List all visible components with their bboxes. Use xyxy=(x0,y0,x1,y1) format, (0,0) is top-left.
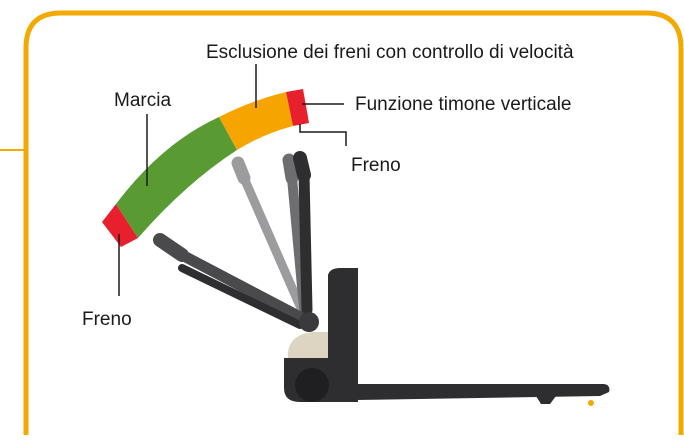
tiller-light xyxy=(231,156,305,311)
label-brake-top: Freno xyxy=(351,155,401,176)
tiller-vertical xyxy=(293,151,313,316)
truck-fork xyxy=(356,384,610,400)
zone-brake-high xyxy=(286,89,309,126)
zone-drive xyxy=(116,117,237,238)
drive-wheel xyxy=(295,368,329,402)
label-drive: Marcia xyxy=(114,90,171,111)
label-vertical-tiller: Funzione timone verticale xyxy=(355,94,572,115)
fork-roller xyxy=(536,396,556,404)
pallet-truck xyxy=(284,268,610,406)
tiller-zone-arc xyxy=(102,89,309,247)
leader-brake-top xyxy=(299,124,347,146)
zone-brake-low xyxy=(102,204,138,247)
tiller-low xyxy=(153,233,308,329)
truck-cover xyxy=(288,332,336,358)
frame-border xyxy=(23,10,684,435)
label-speed-control: Esclusione dei freni con controllo di ve… xyxy=(206,42,574,63)
fork-roller-accent xyxy=(588,400,594,406)
tiller-pivot xyxy=(299,312,319,332)
label-brake-bottom: Freno xyxy=(82,309,132,330)
zone-speed-control xyxy=(219,92,293,150)
